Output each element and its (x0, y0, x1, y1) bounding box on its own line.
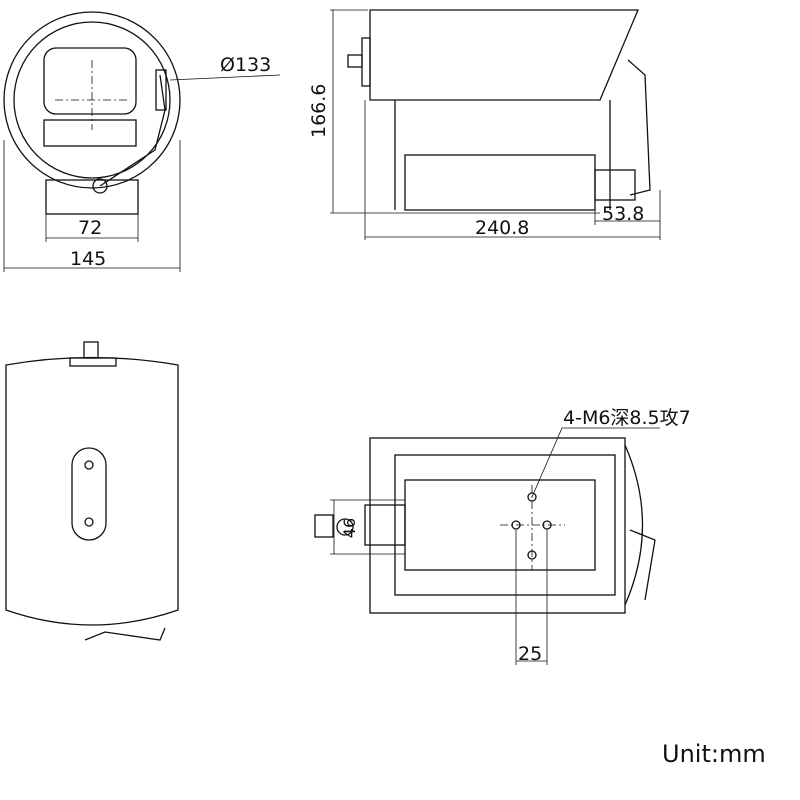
mount-hole-spec: 4-M6深8.5攻7 (563, 407, 691, 429)
side-view: 166.6 240.8 53.8 (308, 9, 661, 240)
top-view (5, 341, 179, 641)
dim-length: 240.8 (475, 217, 529, 239)
dim-mount-spacing: 25 (518, 643, 542, 665)
dim-height: 166.6 (308, 84, 330, 138)
dim-total-width: 145 (70, 248, 106, 270)
dim-base-width: 72 (78, 217, 102, 239)
front-view: 72 145 Ø133 (3, 11, 281, 272)
dim-diameter: Ø133 (220, 54, 271, 76)
dim-rear: 53.8 (602, 203, 644, 225)
unit-label: Unit:mm (662, 740, 766, 768)
dim-tripod-offset: 46 (340, 518, 359, 538)
bottom-view: 46 25 4-M6深8.5攻7 (314, 407, 691, 665)
